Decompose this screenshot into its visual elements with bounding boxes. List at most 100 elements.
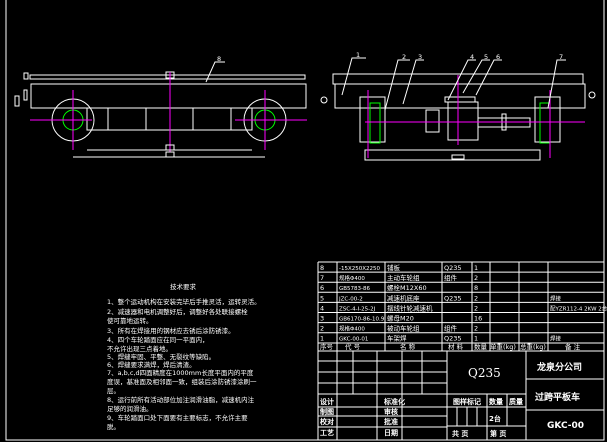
svg-text:名 称: 名 称 — [400, 342, 416, 351]
balloon-8: 8 — [217, 55, 221, 63]
svg-text:不允许出现三点着地。: 不允许出现三点着地。 — [107, 344, 172, 353]
parts-cell-qty: 1 — [474, 335, 478, 343]
parts-cell-material: Q235 — [444, 335, 462, 343]
balloon-2: 2 — [402, 53, 406, 61]
drawing-name: 过跨平板车 — [535, 391, 580, 403]
svg-text:数量: 数量 — [474, 342, 488, 351]
svg-text:图样标记: 图样标记 — [453, 397, 481, 406]
front-view: 8 — [14, 55, 307, 158]
balloon-4: 4 — [470, 53, 474, 61]
parts-cell-no: 3 — [320, 315, 324, 323]
parts-cell-qty: 16 — [474, 315, 482, 323]
svg-text:2台: 2台 — [489, 414, 501, 423]
wheel-stack-left — [359, 96, 386, 143]
svg-text:代 号: 代 号 — [345, 342, 361, 351]
svg-text:8、运行前所有活动部位加注润滑油脂，减速机内注: 8、运行前所有活动部位加注润滑油脂，减速机内注 — [107, 395, 255, 404]
parts-cell-code: -15X250X2250 — [339, 266, 381, 272]
svg-text:批准: 批准 — [384, 417, 398, 426]
company-name: 龙泉分公司 — [536, 361, 582, 373]
deck-plate — [29, 74, 306, 80]
parts-cell-no: 1 — [320, 335, 324, 343]
parts-cell-qty: 2 — [474, 274, 478, 282]
leader-8 — [205, 61, 225, 83]
parts-header: 序号 代 号 名 称 材 料 数量 单重(kg) 总重(kg) 备 注 — [320, 342, 581, 351]
svg-text:设计: 设计 — [320, 397, 334, 406]
svg-text:足够的润滑油。: 足够的润滑油。 — [107, 404, 153, 413]
side-view: 1 2 3 4 5 6 7 — [320, 51, 596, 161]
parts-cell-name: 铺板 — [387, 263, 401, 272]
svg-text:质量: 质量 — [509, 397, 523, 406]
parts-cell-no: 6 — [320, 284, 324, 292]
parts-cell-qty: 1 — [474, 264, 478, 272]
balloon-5: 5 — [484, 53, 488, 61]
svg-text:备 注: 备 注 — [565, 342, 581, 351]
parts-cell-code: JZC-00-2 — [338, 296, 363, 302]
parts-cell-code: GKC-00-01 — [339, 337, 368, 343]
svg-text:7、a,b,c,d四面精度在1000mm长度平面内的平度: 7、a,b,c,d四面精度在1000mm长度平面内的平度 — [107, 368, 254, 377]
parts-cell-name: 被动车轮组 — [387, 324, 420, 333]
wheel-stack-right — [534, 96, 561, 143]
parts-cell-code: 规格Φ400 — [339, 274, 365, 282]
svg-text:审核: 审核 — [384, 407, 398, 416]
parts-cell-name: 车架焊 — [387, 334, 407, 343]
parts-cell-no: 2 — [320, 325, 324, 333]
parts-cell-name: 摆线针轮减速机 — [387, 303, 433, 312]
svg-text:标准化: 标准化 — [383, 397, 405, 406]
svg-text:1、整个运动机构在安装完毕后手推灵活，运转灵活。: 1、整个运动机构在安装完毕后手推灵活，运转灵活。 — [107, 297, 261, 306]
requirements-title: 技术要求 — [170, 282, 197, 291]
svg-text:4、四个车轮踏面应在同一平面内，: 4、四个车轮踏面应在同一平面内， — [107, 335, 209, 344]
parts-cell-name: 减速机底座 — [387, 293, 420, 302]
drawing-frame — [5, 0, 605, 441]
parts-cell-name: 螺栓M12X60 — [387, 283, 427, 292]
svg-text:材 料: 材 料 — [448, 342, 464, 351]
drawing-number: GKC-00 — [547, 421, 584, 431]
svg-text:制图: 制图 — [320, 407, 334, 416]
parts-cell-no: 5 — [320, 294, 324, 302]
svg-text:脱。: 脱。 — [107, 422, 120, 431]
svg-text:数量: 数量 — [489, 397, 503, 406]
title-block — [317, 261, 604, 440]
title-block-text: Q235 龙泉分公司 过跨平板车 GKC-00 设计 制图 校对 工艺 标准化 … — [320, 361, 584, 438]
parts-cell-code: GB6170-86-10.9 — [339, 317, 385, 323]
svg-text:5、焊缝牢固、平整、无裂纹等缺陷。: 5、焊缝牢固、平整、无裂纹等缺陷。 — [107, 352, 215, 361]
svg-text:层。: 层。 — [107, 387, 120, 395]
balloon-6: 6 — [496, 53, 500, 61]
parts-cell-code: 规格Φ400 — [339, 325, 365, 333]
svg-text:单重(kg): 单重(kg) — [490, 342, 516, 351]
parts-row: 1 GKC-00-01 车架焊 Q235 1 焊接 — [318, 332, 604, 343]
svg-text:日期: 日期 — [384, 428, 398, 437]
svg-text:总重(kg): 总重(kg) — [520, 342, 546, 351]
svg-text:6、焊缝要求满焊，焊后清渣。: 6、焊缝要求满焊，焊后清渣。 — [107, 360, 196, 369]
svg-text:序号: 序号 — [320, 342, 334, 351]
svg-text:使可靠地运转。: 使可靠地运转。 — [107, 316, 153, 325]
balloon-3: 3 — [418, 53, 422, 61]
technical-requirements: 技术要求 1、整个运动机构在安装完毕后手推灵活，运转灵活。 2、减速器和电机调整… — [107, 282, 261, 431]
svg-text:共 页: 共 页 — [452, 429, 468, 438]
parts-cell-material: 组件 — [444, 324, 458, 333]
parts-cell-qty: 2 — [474, 325, 478, 333]
parts-cell-no: 7 — [320, 274, 324, 282]
frame-body-side — [334, 83, 586, 109]
balloon-1: 1 — [356, 51, 360, 59]
svg-text:3、所有在焊接用的钢材应去锈后涂防锈漆。: 3、所有在焊接用的钢材应去锈后涂防锈漆。 — [107, 326, 235, 335]
motor — [425, 109, 440, 133]
svg-text:2、减速器和电机调整好后，调整好各处联接螺栓: 2、减速器和电机调整好后，调整好各处联接螺栓 — [107, 307, 248, 316]
parts-cell-code: ZSC-4-I-25-2J — [339, 306, 376, 312]
parts-cell-name: 主动车轮组 — [387, 273, 420, 282]
parts-cell-note: 焊接 — [550, 335, 562, 343]
parts-cell-qty: 2 — [474, 294, 478, 302]
parts-cell-material: Q235 — [444, 264, 462, 272]
svg-text:度误，基准面及相邻面一致，组装后涂防锈漆涂刷一: 度误，基准面及相邻面一致，组装后涂防锈漆涂刷一 — [107, 377, 257, 386]
parts-cell-note: 配YZR112-4 2KW 2台 — [550, 304, 607, 312]
svg-text:工艺: 工艺 — [320, 428, 334, 437]
material-label: Q235 — [468, 366, 501, 380]
parts-row: 2 规格Φ400 被动车轮组 组件 2 — [318, 322, 604, 333]
svg-text:9、车轮踏面口处下面要有主要标志，不允许主要: 9、车轮踏面口处下面要有主要标志，不允许主要 — [107, 413, 248, 422]
